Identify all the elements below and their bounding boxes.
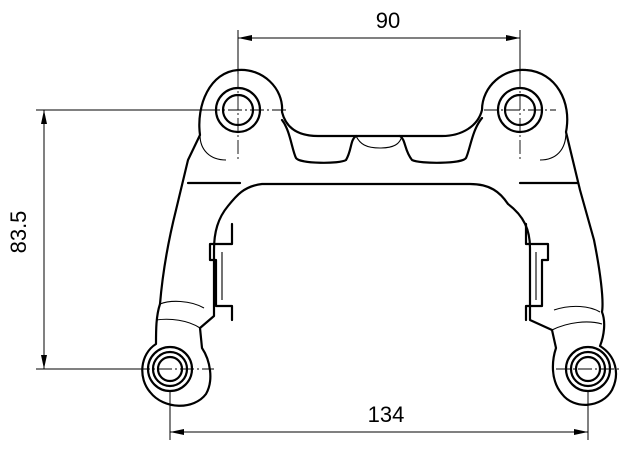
dimension-bottom-width-label: 134: [368, 402, 405, 427]
center-lines: [136, 74, 622, 370]
dimension-height: 83.5: [6, 109, 206, 370]
dimension-top-width: 90: [237, 8, 521, 74]
dimension-top-width-label: 90: [376, 8, 400, 33]
dimension-height-label: 83.5: [6, 211, 31, 254]
top-right-mounting-ear: [496, 86, 567, 161]
top-bridge-details: [186, 116, 580, 185]
dimension-bottom-width: 134: [169, 391, 589, 440]
bracket-outline: [141, 68, 618, 407]
left-pad-guide: [155, 222, 234, 329]
right-pad-guide: [524, 222, 603, 331]
top-left-mounting-ear: [199, 86, 262, 161]
